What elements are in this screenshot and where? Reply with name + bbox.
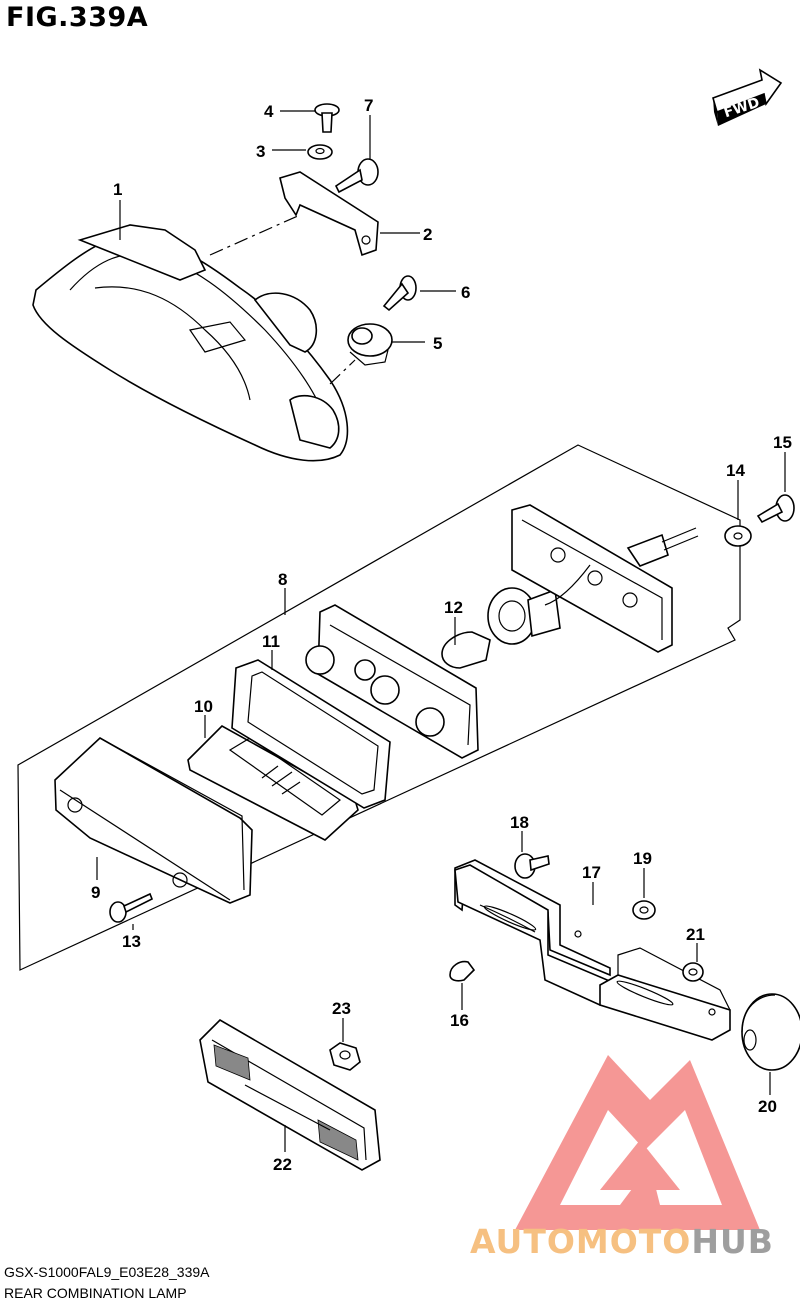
circuit-plate <box>305 604 479 759</box>
callout-16: 16 <box>450 1011 469 1030</box>
callout-21: 21 <box>686 925 705 944</box>
reflector <box>187 725 359 841</box>
callout-numbers: 1 2 3 4 5 6 7 8 9 10 11 12 13 14 15 16 1… <box>91 96 792 1174</box>
bolt-18 <box>514 853 550 879</box>
callout-5: 5 <box>433 334 442 353</box>
callout-13: 13 <box>122 932 141 951</box>
license-bracket <box>454 859 731 1041</box>
tapping-screw-7 <box>334 158 379 194</box>
screw-6 <box>382 275 417 312</box>
bulb-socket <box>487 587 561 645</box>
callout-17: 17 <box>582 863 601 882</box>
watermark-word-a: AUTOMOTO <box>470 1222 692 1261</box>
callout-11: 11 <box>262 632 280 651</box>
screw-13 <box>109 892 154 923</box>
callout-23: 23 <box>332 999 351 1018</box>
callout-6: 6 <box>461 283 470 302</box>
lamp-rear-cover <box>511 504 699 653</box>
screw-4 <box>314 103 340 133</box>
watermark-word-b: HUB <box>691 1222 774 1261</box>
callout-22: 22 <box>273 1155 292 1174</box>
tail-lamp-housing <box>32 224 349 462</box>
callout-1: 1 <box>113 180 122 199</box>
callout-15: 15 <box>773 433 792 452</box>
washer <box>307 144 333 160</box>
washer-14 <box>724 525 752 547</box>
callout-7: 7 <box>364 96 373 115</box>
bulb-16 <box>449 960 476 982</box>
watermark-text: AUTOMOTOHUB <box>470 1222 774 1261</box>
figure-name: REAR COMBINATION LAMP <box>4 1285 187 1301</box>
lamp-lens <box>54 737 253 904</box>
figure-title: FIG.339A <box>6 2 149 33</box>
callout-12: 12 <box>444 598 463 617</box>
grommet <box>347 323 393 366</box>
license-lamp-lens <box>741 993 800 1071</box>
callout-4: 4 <box>264 102 274 121</box>
callout-19: 19 <box>633 849 652 868</box>
nut-19 <box>632 900 656 920</box>
callout-2: 2 <box>423 225 432 244</box>
bulb-12 <box>441 631 491 669</box>
lamp-assembly-frame <box>17 444 741 971</box>
automotohub-logo-icon <box>515 1055 760 1230</box>
callout-8: 8 <box>278 570 287 589</box>
callout-9: 9 <box>91 883 100 902</box>
callout-18: 18 <box>510 813 529 832</box>
lamp-bracket <box>279 171 379 257</box>
forward-arrow-icon: FWD <box>712 68 783 126</box>
callout-10: 10 <box>194 697 213 716</box>
callout-3: 3 <box>256 142 265 161</box>
rear-reflector <box>199 1018 381 1171</box>
figure-code: GSX-S1000FAL9_E03E28_339A <box>4 1264 210 1280</box>
gasket <box>231 659 391 809</box>
callout-20: 20 <box>758 1097 777 1116</box>
nut-23 <box>329 1042 361 1071</box>
nut-21 <box>682 962 704 982</box>
leader-lines <box>96 110 786 1152</box>
callout-14: 14 <box>726 461 745 480</box>
screw-15 <box>756 494 795 524</box>
